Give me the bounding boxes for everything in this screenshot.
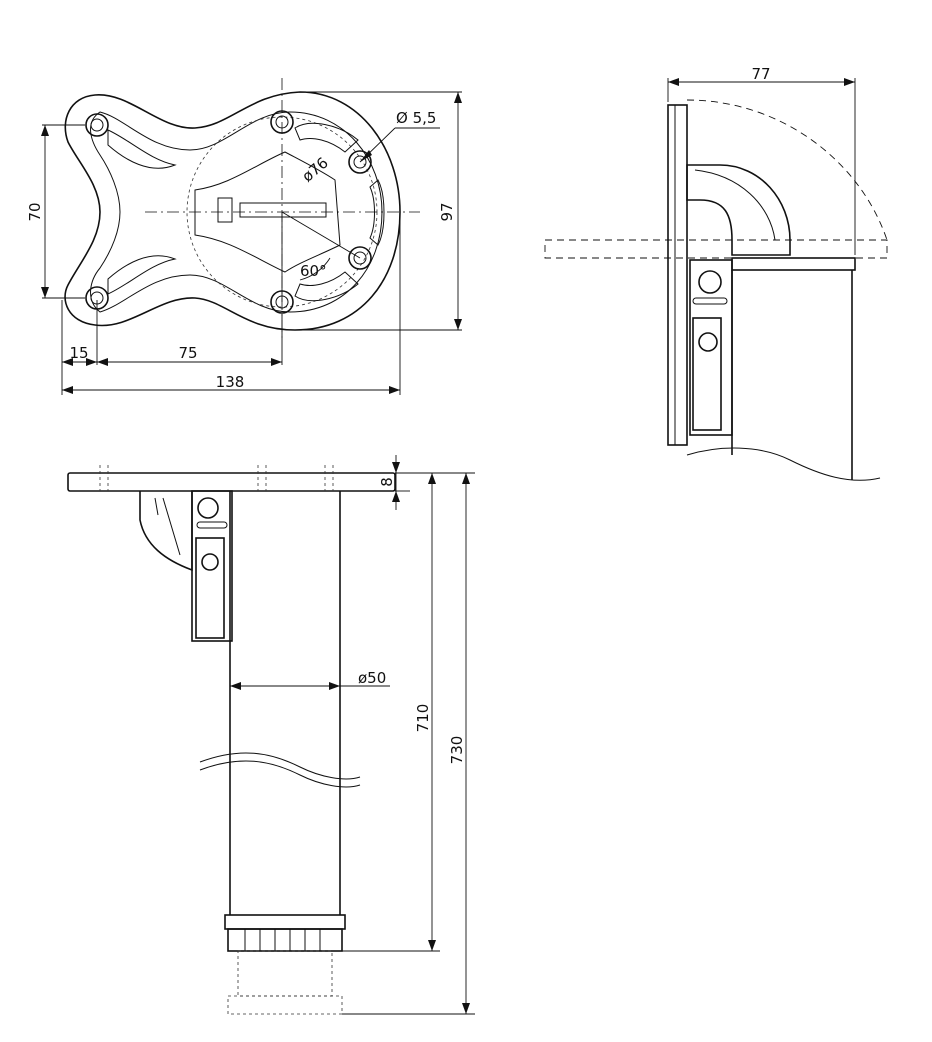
slot-small [217,197,233,223]
slot-long [239,202,327,218]
hub-outline [194,151,341,273]
side-elbow [686,164,791,256]
dim-97-label: 97 [438,202,456,221]
front-bracket [139,491,193,572]
dim-8-label: 8 [378,477,396,487]
plate-outline [64,91,401,331]
left-lobe-upper [107,129,177,169]
angle-label: 60° [300,262,327,280]
dim-710-label: 710 [414,704,432,733]
curved-slot-right [369,179,385,246]
top-view: Ø 5,5 ø76 60° 70 97 15 75 [26,78,462,395]
side-tube-top [731,257,856,271]
plate-inner-outline [90,111,383,313]
dim-730-label: 730 [448,736,466,765]
dim-75-label: 75 [178,344,197,362]
angle-arc [299,257,331,281]
left-lobe-lower [107,255,177,295]
curved-slot-upper [294,122,359,153]
front-break-2 [199,752,361,780]
dim-77-label: 77 [751,65,770,83]
pitch-circle-label: ø76 [298,154,331,186]
side-break-line [686,447,881,481]
side-plate [667,104,688,446]
front-foot-ring [224,914,346,930]
front-view: ø50 8 710 730 [67,455,475,1015]
front-plate [67,472,396,492]
dim-138-label: 138 [216,373,245,391]
side-hinge [689,259,733,436]
side-table-top [544,239,888,259]
angle-line-1 [281,211,361,259]
front-hinge [191,490,233,642]
dim-50-label: ø50 [358,669,386,687]
dim-15-label: 15 [69,344,88,362]
curved-slot-lower [294,271,359,302]
side-swing-arc [686,99,888,241]
front-foot-adjuster [227,928,343,952]
front-break-1 [199,760,361,788]
hole-diameter-label: Ø 5,5 [396,109,436,127]
side-view: 77 [544,65,888,481]
dim-70-label: 70 [26,202,44,221]
